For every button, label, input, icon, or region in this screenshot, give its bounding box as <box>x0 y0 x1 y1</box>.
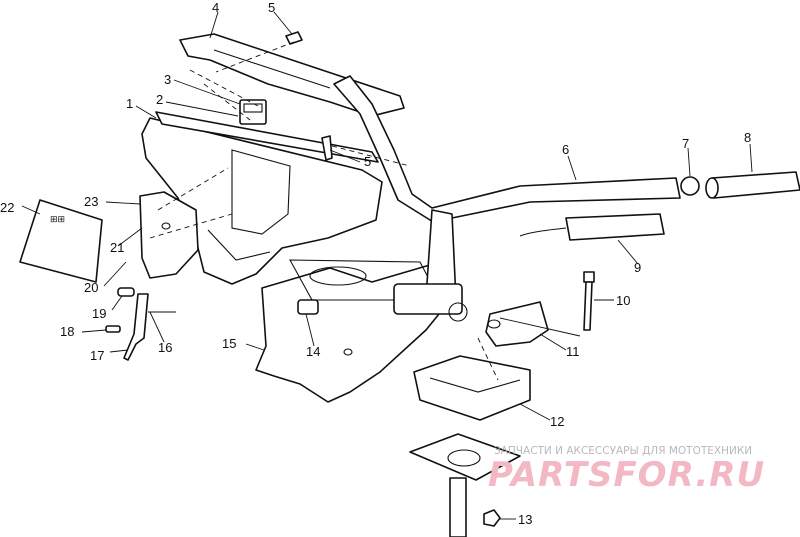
callout-4: 4 <box>212 0 219 15</box>
part-22-plate: ⊞⊞ <box>19 199 103 283</box>
part-23-bracket <box>139 191 199 279</box>
callout-17: 17 <box>90 348 104 363</box>
callout-20: 20 <box>84 280 98 295</box>
part-10-bolt <box>583 271 595 331</box>
callout-5a: 5 <box>268 0 275 15</box>
part-11-upper-clamp <box>485 301 549 347</box>
part-1-pod-housing <box>141 117 441 301</box>
part-3-switch <box>239 99 267 125</box>
part-6-handlebar <box>333 75 681 322</box>
watermark-tagline: ЗАПЧАСТИ И АКСЕССУАРЫ ДЛЯ МОТОТЕХНИКИ <box>494 445 752 457</box>
callout-labels: 4 5 3 1 2 5 6 7 8 9 10 11 12 13 14 15 16… <box>0 0 751 527</box>
callout-6: 6 <box>562 142 569 157</box>
callout-10: 10 <box>616 293 630 308</box>
leader-lines <box>21 11 753 520</box>
callout-12: 12 <box>550 414 564 429</box>
callout-3: 3 <box>164 72 171 87</box>
steering-post <box>409 433 521 537</box>
callout-15: 15 <box>222 336 236 351</box>
callout-21: 21 <box>110 240 124 255</box>
callout-2: 2 <box>156 92 163 107</box>
callout-11: 11 <box>566 344 580 359</box>
callout-18: 18 <box>60 324 74 339</box>
callout-5b: 5 <box>364 154 371 169</box>
assembly-lines <box>149 41 581 381</box>
part-8-grip <box>705 171 800 199</box>
part-13-nut <box>483 509 501 527</box>
watermark-brand: PARTSFOR.RU <box>488 455 765 495</box>
callout-7: 7 <box>682 136 689 151</box>
callout-8: 8 <box>744 130 751 145</box>
part-9-throttle-grip <box>519 213 665 241</box>
callout-19: 19 <box>92 306 106 321</box>
callout-13: 13 <box>518 512 532 527</box>
callout-23: 23 <box>84 194 98 209</box>
callout-14: 14 <box>306 344 320 359</box>
small-hardware <box>105 287 319 361</box>
part-5-screws <box>285 31 333 161</box>
callout-16: 16 <box>158 340 172 355</box>
part-2-cover-plate <box>155 111 379 163</box>
callout-9: 9 <box>634 260 641 275</box>
part-7-bar-end <box>680 176 700 196</box>
callout-22: 22 <box>0 200 14 215</box>
svg-text:⊞⊞: ⊞⊞ <box>50 214 65 224</box>
part-12-lower-clamp <box>413 355 531 421</box>
watermark: ЗАПЧАСТИ И АКСЕССУАРЫ ДЛЯ МОТОТЕХНИКИ PA… <box>488 445 765 495</box>
callout-1: 1 <box>126 96 133 111</box>
